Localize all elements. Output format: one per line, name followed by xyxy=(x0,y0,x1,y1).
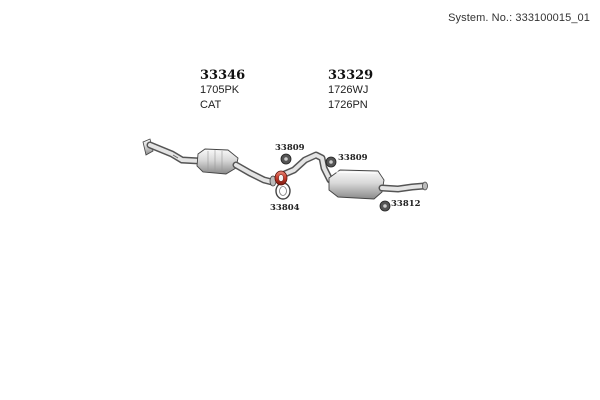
system-number: System. No.: 333100015_01 xyxy=(448,12,590,24)
rubber-mount-icon xyxy=(325,156,337,168)
part-code: CAT xyxy=(200,99,222,111)
rear-silencer xyxy=(276,151,428,200)
clamp-icon xyxy=(274,170,288,186)
part-code: 1726WJ xyxy=(328,84,369,96)
part-group-33346: 33346 1705PK CAT xyxy=(200,68,245,113)
part-group-33329: 33329 1726WJ 1726PN xyxy=(328,68,373,113)
sealing-ring-icon xyxy=(275,182,291,200)
front-pipe-catalyst xyxy=(142,138,277,187)
callout-label: 33804 xyxy=(270,203,300,213)
callout-label: 33809 xyxy=(275,143,305,153)
rubber-mount-icon xyxy=(379,200,391,212)
part-number: 33346 xyxy=(200,68,246,83)
callout-label: 33809 xyxy=(338,153,368,163)
part-number: 33329 xyxy=(328,68,374,83)
rubber-mount-icon xyxy=(280,153,292,165)
part-code: 1726PN xyxy=(328,99,368,111)
part-code: 1705PK xyxy=(200,84,240,96)
callout-label: 33812 xyxy=(391,199,421,209)
